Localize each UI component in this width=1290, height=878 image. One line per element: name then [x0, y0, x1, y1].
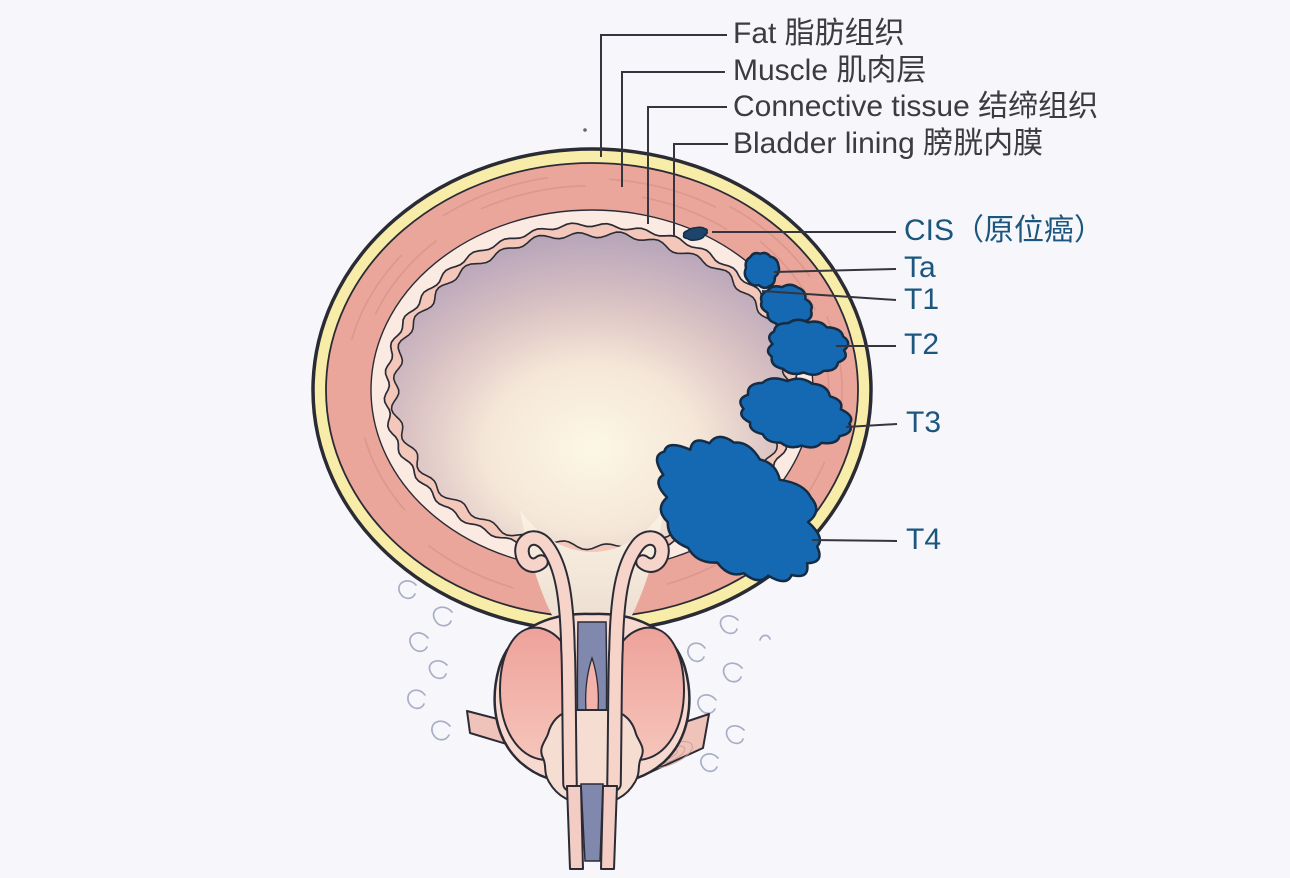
urethra-wall-right [600, 785, 618, 870]
tumor-t4 [655, 435, 822, 583]
label-connective: Connective tissue 结缔组织 [733, 90, 1098, 123]
leader-connective [647, 106, 727, 224]
leader-lining [673, 143, 728, 236]
bladder-neck-funnel [520, 510, 664, 645]
tumor-ta [743, 251, 781, 290]
label-fat: Fat 脂肪组织 [733, 17, 905, 50]
hook-right [608, 532, 668, 790]
leader-muscle [621, 71, 725, 187]
leader-t1 [761, 290, 897, 301]
urethra-lower [566, 783, 618, 870]
label-cis: CIS（原位癌） [904, 214, 1104, 247]
label-ta: Ta [904, 251, 936, 284]
tumor-t3 [739, 377, 853, 449]
leader-fat [600, 34, 727, 157]
leader-t3 [845, 423, 898, 428]
leader-lines [600, 34, 898, 542]
leader-t4 [811, 539, 898, 542]
bladder-neck-hooks [514, 530, 670, 792]
tumor-cis [682, 226, 708, 241]
label-lining: Bladder lining 膀胱内膜 [733, 127, 1043, 160]
label-t1: T1 [904, 283, 939, 316]
label-muscle: Muscle 肌肉层 [733, 54, 926, 87]
hook-left [516, 532, 576, 790]
label-t4: T4 [906, 523, 941, 556]
tumors [655, 226, 853, 583]
urethra-wall-left [566, 785, 584, 870]
labels: Fat 脂肪组织 Muscle 肌肉层 Connective tissue 结缔… [733, 17, 1104, 556]
stray-mark [583, 128, 587, 132]
leader-ta [773, 268, 897, 273]
urethra-lumen [580, 783, 604, 862]
label-t3: T3 [906, 406, 941, 439]
label-t2: T2 [904, 328, 939, 361]
tumor-t2 [766, 318, 850, 376]
